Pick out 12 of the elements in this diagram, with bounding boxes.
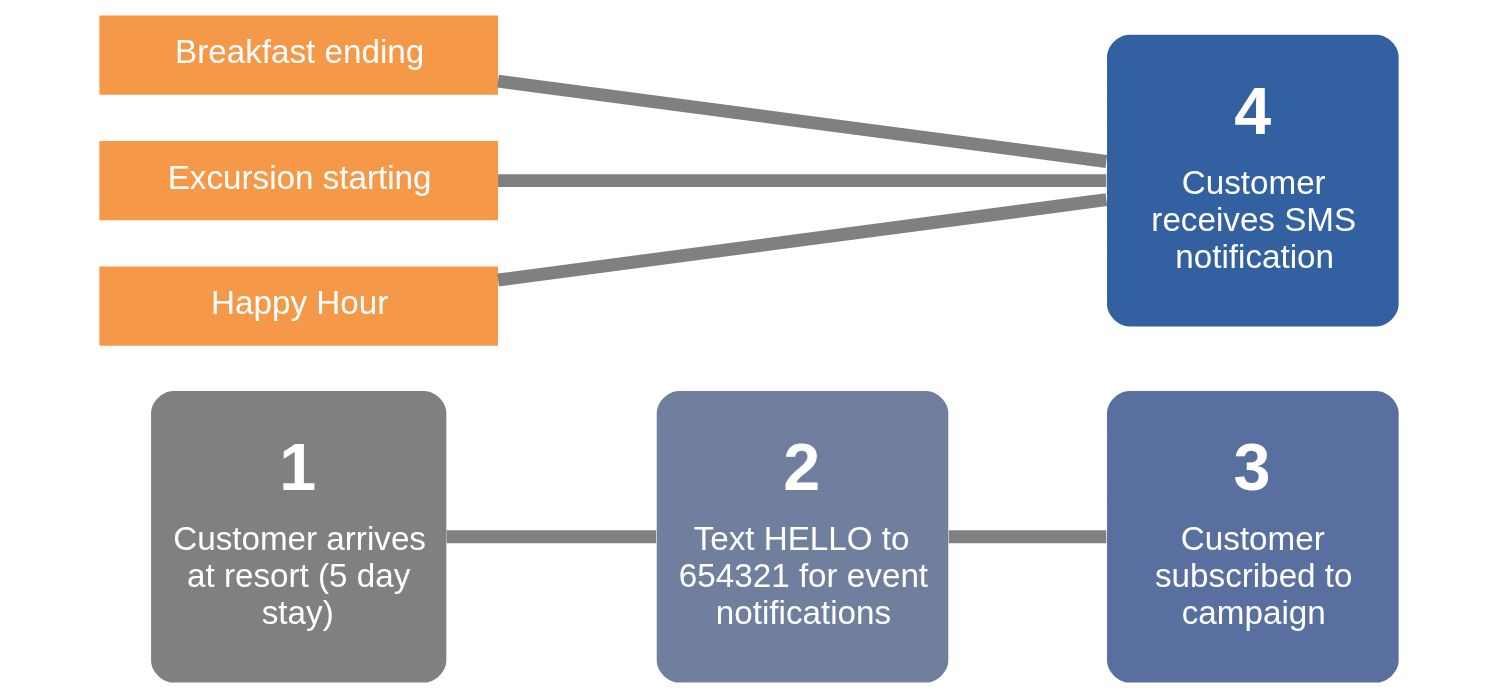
node-box: 3 Customer subscribed to campaign [1106, 391, 1399, 683]
node-box: 1 Customer arrives at resort (5 day stay) [150, 391, 446, 683]
connector [948, 530, 1106, 544]
node-box: Breakfast ending [98, 15, 498, 95]
node-box: Excursion starting [98, 140, 498, 221]
connector [496, 193, 1107, 287]
connector [497, 174, 1106, 188]
node-box: 4 Customer receives SMS notification [1106, 34, 1399, 327]
node-box: 2 Text HELLO to 654321 for event notifications [656, 391, 948, 683]
node-box: Happy Hour [98, 266, 498, 346]
connector [496, 74, 1107, 168]
connector [446, 530, 656, 544]
